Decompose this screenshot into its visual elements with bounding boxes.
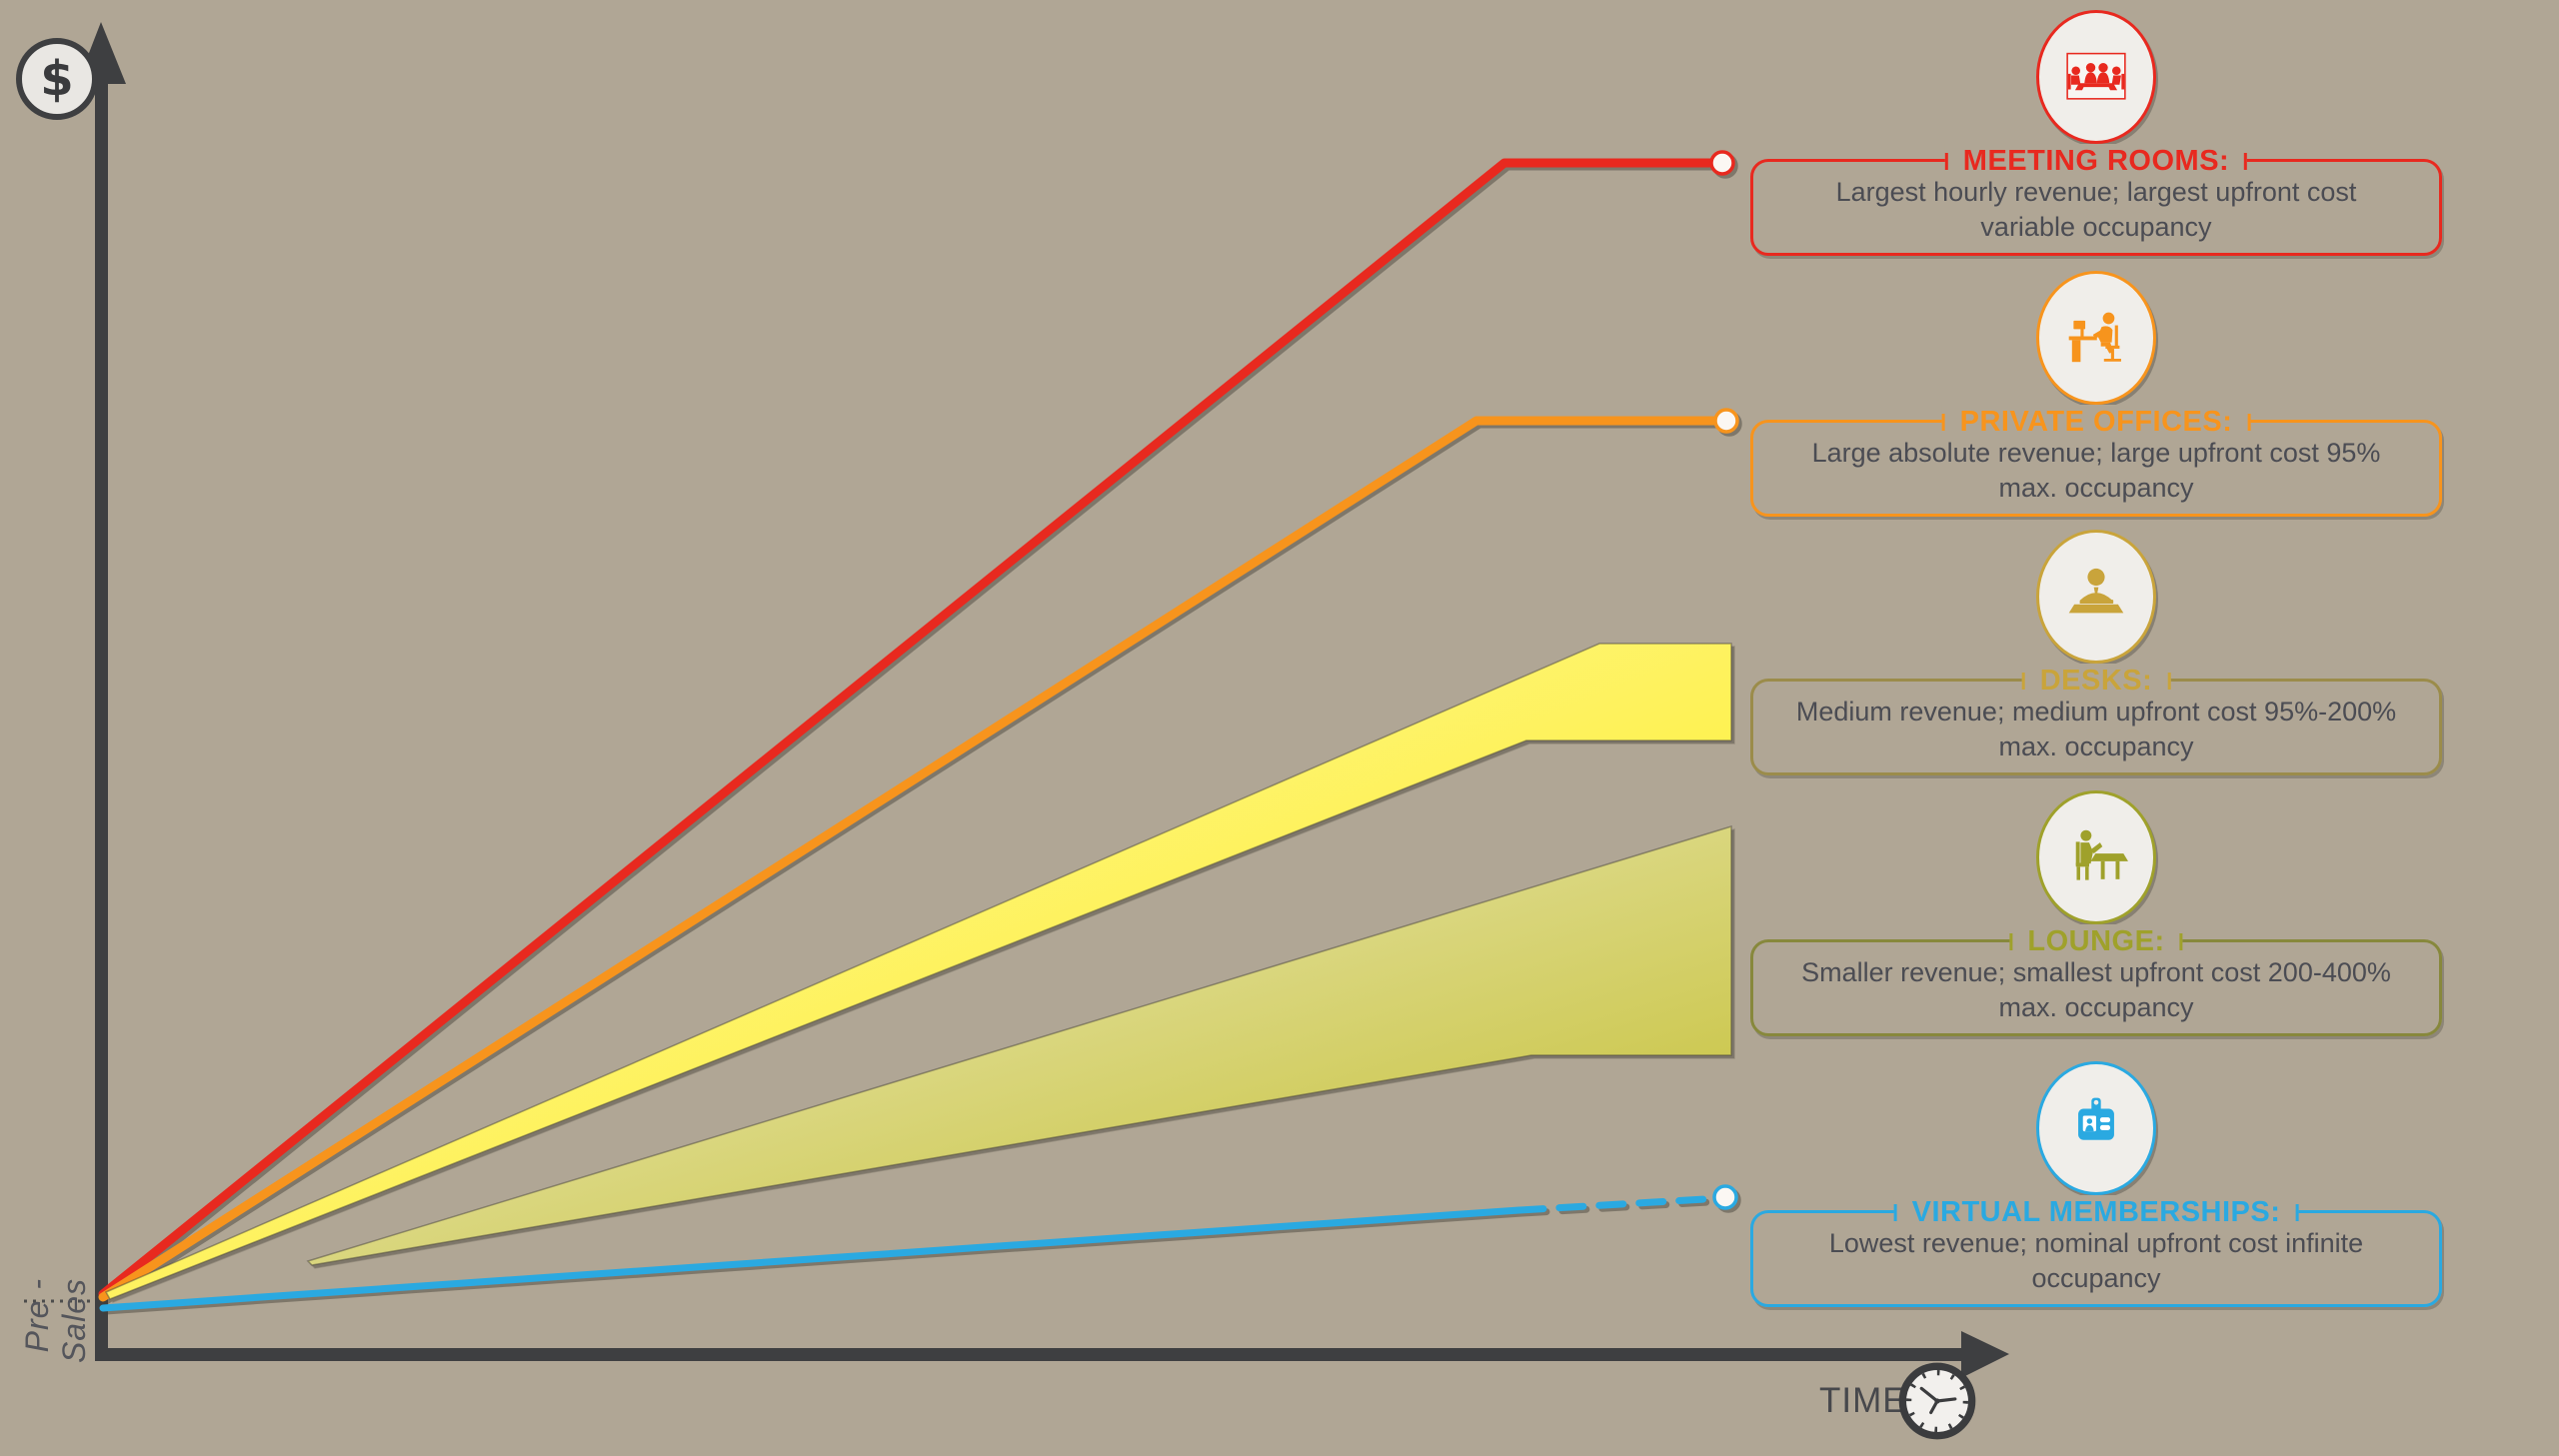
desc-line: max. occupancy [1998,473,2194,503]
lounge-band [306,824,1732,1266]
time-axis-label: TIME [1819,1381,1907,1420]
private-office-icon [2036,271,2156,405]
desc-line: variable occupancy [1980,212,2212,242]
legend-title: DESKS: [2021,664,2171,698]
virtual-memberships-endpoint-dot [1712,1184,1738,1210]
private-offices-endpoint-dot [1713,408,1739,434]
desc-line: Largest hourly revenue; largest upfront … [1835,177,2357,207]
meeting-rooms-line [98,158,1727,1299]
desc-line: max. occupancy [1998,731,2194,761]
meeting-rooms-endpoint-dot [1709,150,1735,176]
dollar-icon: $ [16,38,98,120]
y-axis-line [95,50,108,1361]
presales-line2: Sales [56,1278,92,1364]
legend-title: MEETING ROOMS: [1944,144,2248,178]
meeting-rooms-icon [2036,10,2156,144]
desc-line: Large absolute revenue; large upfront co… [1811,438,2381,468]
x-axis-line [95,1348,1966,1361]
legend-entry-private-offices: PRIVATE OFFICES: Large absolute revenue;… [1750,271,2442,517]
private-offices-line [98,416,1731,1302]
clock-icon [1898,1362,1976,1440]
desks-band [104,643,1732,1300]
legend-description: Smaller revenue; smallest upfront cost 2… [1753,942,2439,1025]
desc-line: max. occupancy [1998,992,2194,1022]
presales-label: Pre - Sales [19,1278,95,1428]
legend-description: Large absolute revenue; large upfront co… [1753,423,2439,506]
legend-description: Largest hourly revenue; largest upfront … [1753,162,2439,245]
desc-line: Medium revenue; medium upfront cost 95%-… [1795,697,2397,727]
legend-box-meeting-rooms: MEETING ROOMS: Largest hourly revenue; l… [1750,144,2442,256]
legend-entry-lounge: LOUNGE: Smaller revenue; smallest upfron… [1750,790,2442,1036]
legend-box-private-offices: PRIVATE OFFICES: Large absolute revenue;… [1750,405,2442,517]
presales-line1: Pre - [19,1278,55,1353]
lounge-icon [2036,790,2156,924]
legend-title: VIRTUAL MEMBERSHIPS: [1893,1195,2299,1229]
legend-box-desks: DESKS: Medium revenue; medium upfront co… [1750,664,2442,775]
legend-description: Lowest revenue; nominal upfront cost inf… [1753,1213,2439,1296]
desk-person-icon [2036,530,2156,664]
legend-entry-desks: DESKS: Medium revenue; medium upfront co… [1750,530,2442,775]
legend-title: LOUNGE: [2009,924,2183,958]
desc-line: Lowest revenue; nominal upfront cost inf… [1828,1228,2364,1258]
legend-entry-meeting-rooms: MEETING ROOMS: Largest hourly revenue; l… [1750,10,2442,256]
virtual-memberships-line [99,1206,1523,1312]
desc-line: Smaller revenue; smallest upfront cost 2… [1801,957,2391,987]
legend-box-virtual-memberships: VIRTUAL MEMBERSHIPS: Lowest revenue; nom… [1750,1195,2442,1307]
virtual-memberships-line-dashed [1515,1194,1725,1214]
legend-description: Medium revenue; medium upfront cost 95%-… [1753,682,2439,764]
x-axis-arrowhead-icon [1961,1331,2009,1378]
legend-title: PRIVATE OFFICES: [1941,405,2251,439]
id-badge-icon [2036,1061,2156,1195]
desc-line: occupancy [2031,1263,2161,1293]
legend-box-lounge: LOUNGE: Smaller revenue; smallest upfron… [1750,924,2442,1036]
legend-entry-virtual-memberships: VIRTUAL MEMBERSHIPS: Lowest revenue; nom… [1750,1061,2442,1307]
